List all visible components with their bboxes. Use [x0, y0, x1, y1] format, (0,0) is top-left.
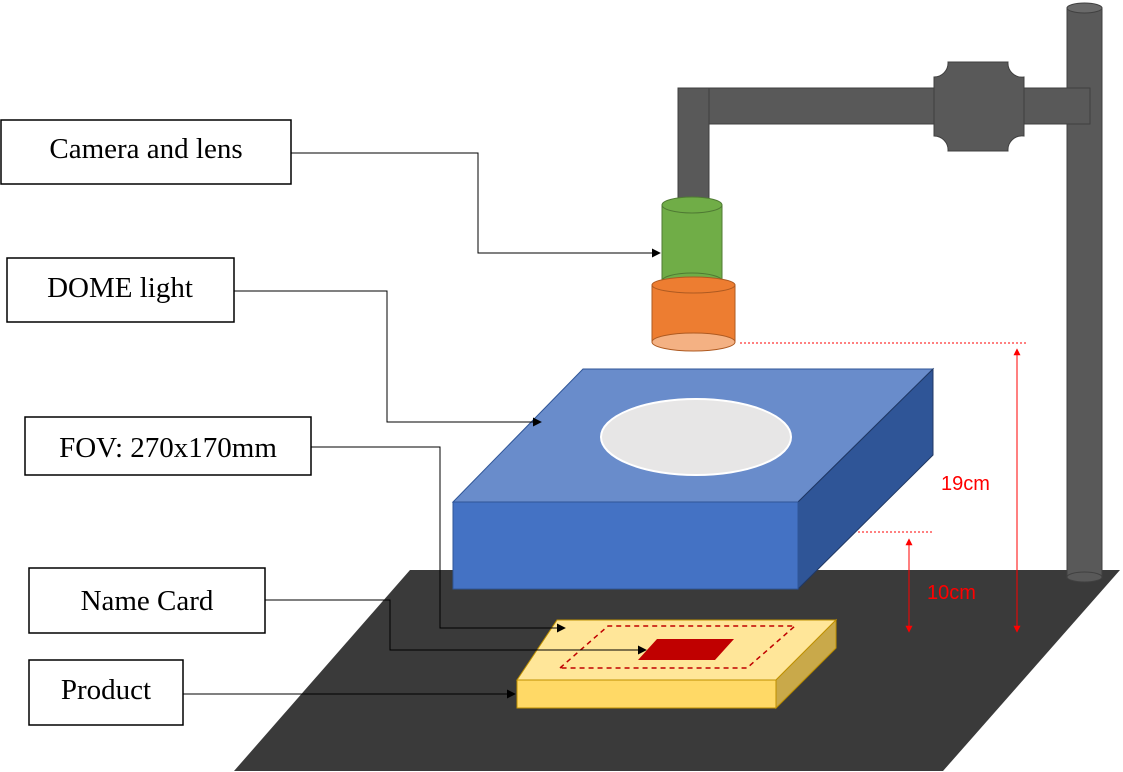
dome-light	[451, 367, 935, 591]
stand-clamp	[933, 61, 1025, 152]
leader-dome	[234, 290, 542, 427]
dome-height-label: 10cm	[927, 582, 976, 604]
callout-dome: DOME light	[6, 257, 235, 323]
callout-camera-text: Camera and lens	[49, 133, 242, 165]
callout-name-card: Name Card	[28, 567, 266, 634]
callout-product: Product	[28, 659, 184, 726]
camera-height-label: 19cm	[941, 473, 990, 495]
callout-camera: Camera and lens	[0, 119, 292, 185]
product	[516, 618, 838, 710]
camera-body	[661, 196, 723, 290]
lens	[651, 276, 736, 352]
stand-arm	[677, 87, 1091, 125]
callout-dome-text: DOME light	[47, 272, 193, 304]
dome-opening	[600, 398, 792, 476]
name-card	[638, 639, 734, 660]
callout-product-text: Product	[61, 674, 151, 706]
leader-camera	[291, 152, 661, 258]
leader-fov	[311, 446, 566, 633]
callout-name-card-text: Name Card	[81, 585, 214, 617]
callout-fov-text: FOV: 270x170mm	[59, 432, 277, 464]
callout-fov: FOV: 270x170mm	[24, 416, 312, 476]
leader-name-card	[265, 599, 647, 655]
camera-mount	[677, 87, 710, 207]
